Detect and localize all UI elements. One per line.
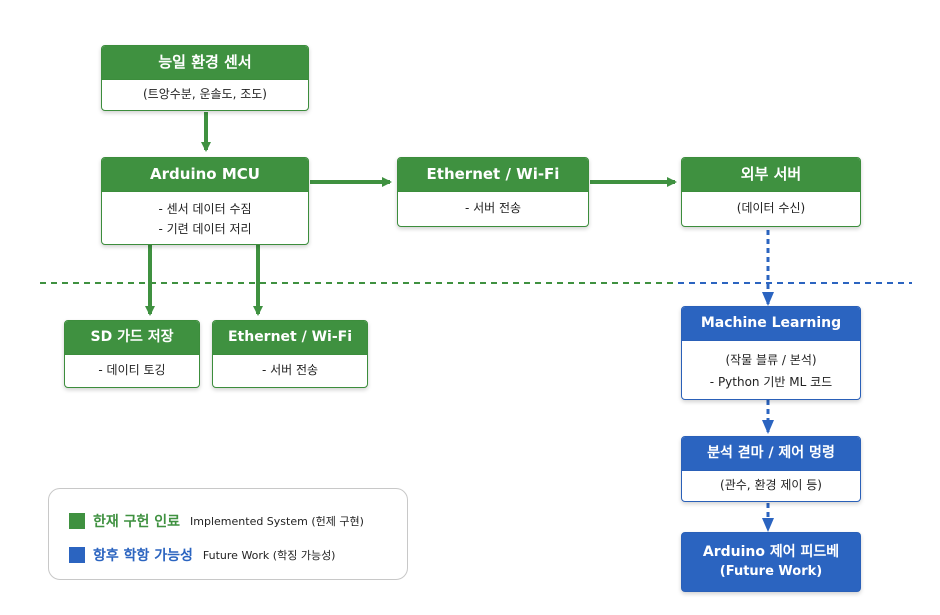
sd-card-box: SD 가드 저장 - 데이티 토깅 xyxy=(64,320,200,388)
legend-row-future: 항후 학항 가능성 Future Work (학징 가능성) xyxy=(69,545,335,565)
legend-row-implemented: 한재 구헌 인료 Implemented System (헌제 구현) xyxy=(69,511,364,531)
arduino-feedback-line-1: Arduino 제어 피드베 xyxy=(702,544,840,560)
legend: 한재 구헌 인료 Implemented System (헌제 구현) 항후 학… xyxy=(48,488,408,580)
legend-desc-future: Future Work (학징 가능성) xyxy=(202,549,336,562)
legend-swatch-implemented xyxy=(69,513,85,529)
ethernet-top-line: - 서버 전송 xyxy=(464,201,522,215)
analysis-result-title: 분석 겯마 / 제어 멍령 xyxy=(682,437,860,471)
legend-swatch-future xyxy=(69,547,85,563)
sensor-line: (트앙수분, 운솔도, 조도) xyxy=(143,87,267,101)
mcu-line-1: - 센서 데이터 수짐 xyxy=(158,202,252,216)
server-line: (데이터 수신) xyxy=(736,201,806,215)
mcu-box: Arduino MCU - 센서 데이터 수짐 - 기련 데이터 저리 xyxy=(101,157,309,245)
ml-line-1: (작물 블류 / 본석) xyxy=(725,353,817,367)
ethernet-bottom-box: Ethernet / Wi-Fi - 서버 전송 xyxy=(212,320,368,388)
ethernet-top-box: Ethernet / Wi-Fi - 서버 전송 xyxy=(397,157,589,227)
ml-line-2: - Python 기반 ML 코드 xyxy=(709,375,833,389)
server-box: 외부 서버 (데이터 수신) xyxy=(681,157,861,227)
ethernet-bottom-title: Ethernet / Wi-Fi xyxy=(213,321,367,355)
machine-learning-box: Machine Learning (작물 블류 / 본석) - Python 기… xyxy=(681,306,861,400)
arduino-feedback-line-2: (Future Work) xyxy=(719,564,823,579)
mcu-line-2: - 기련 데이터 저리 xyxy=(158,222,252,236)
mcu-title: Arduino MCU xyxy=(102,158,308,192)
sensor-title: 능일 환경 센서 xyxy=(102,46,308,80)
ethernet-bottom-line: - 서버 전송 xyxy=(261,363,319,377)
legend-desc-implemented: Implemented System (헌제 구현) xyxy=(190,515,364,528)
legend-label-future: 항후 학항 가능성 xyxy=(93,548,193,564)
legend-label-implemented: 한재 구헌 인료 xyxy=(93,514,181,530)
server-title: 외부 서버 xyxy=(682,158,860,192)
sd-card-line: - 데이티 토깅 xyxy=(98,363,166,377)
machine-learning-title: Machine Learning xyxy=(682,307,860,341)
sd-card-title: SD 가드 저장 xyxy=(65,321,199,355)
analysis-result-box: 분석 겯마 / 제어 멍령 (관수, 환경 제이 등) xyxy=(681,436,861,502)
arduino-feedback-box: Arduino 제어 피드베 (Future Work) xyxy=(681,532,861,592)
ethernet-top-title: Ethernet / Wi-Fi xyxy=(398,158,588,192)
analysis-result-line: (관수, 환경 제이 등) xyxy=(720,478,822,492)
sensor-box: 능일 환경 센서 (트앙수분, 운솔도, 조도) xyxy=(101,45,309,111)
